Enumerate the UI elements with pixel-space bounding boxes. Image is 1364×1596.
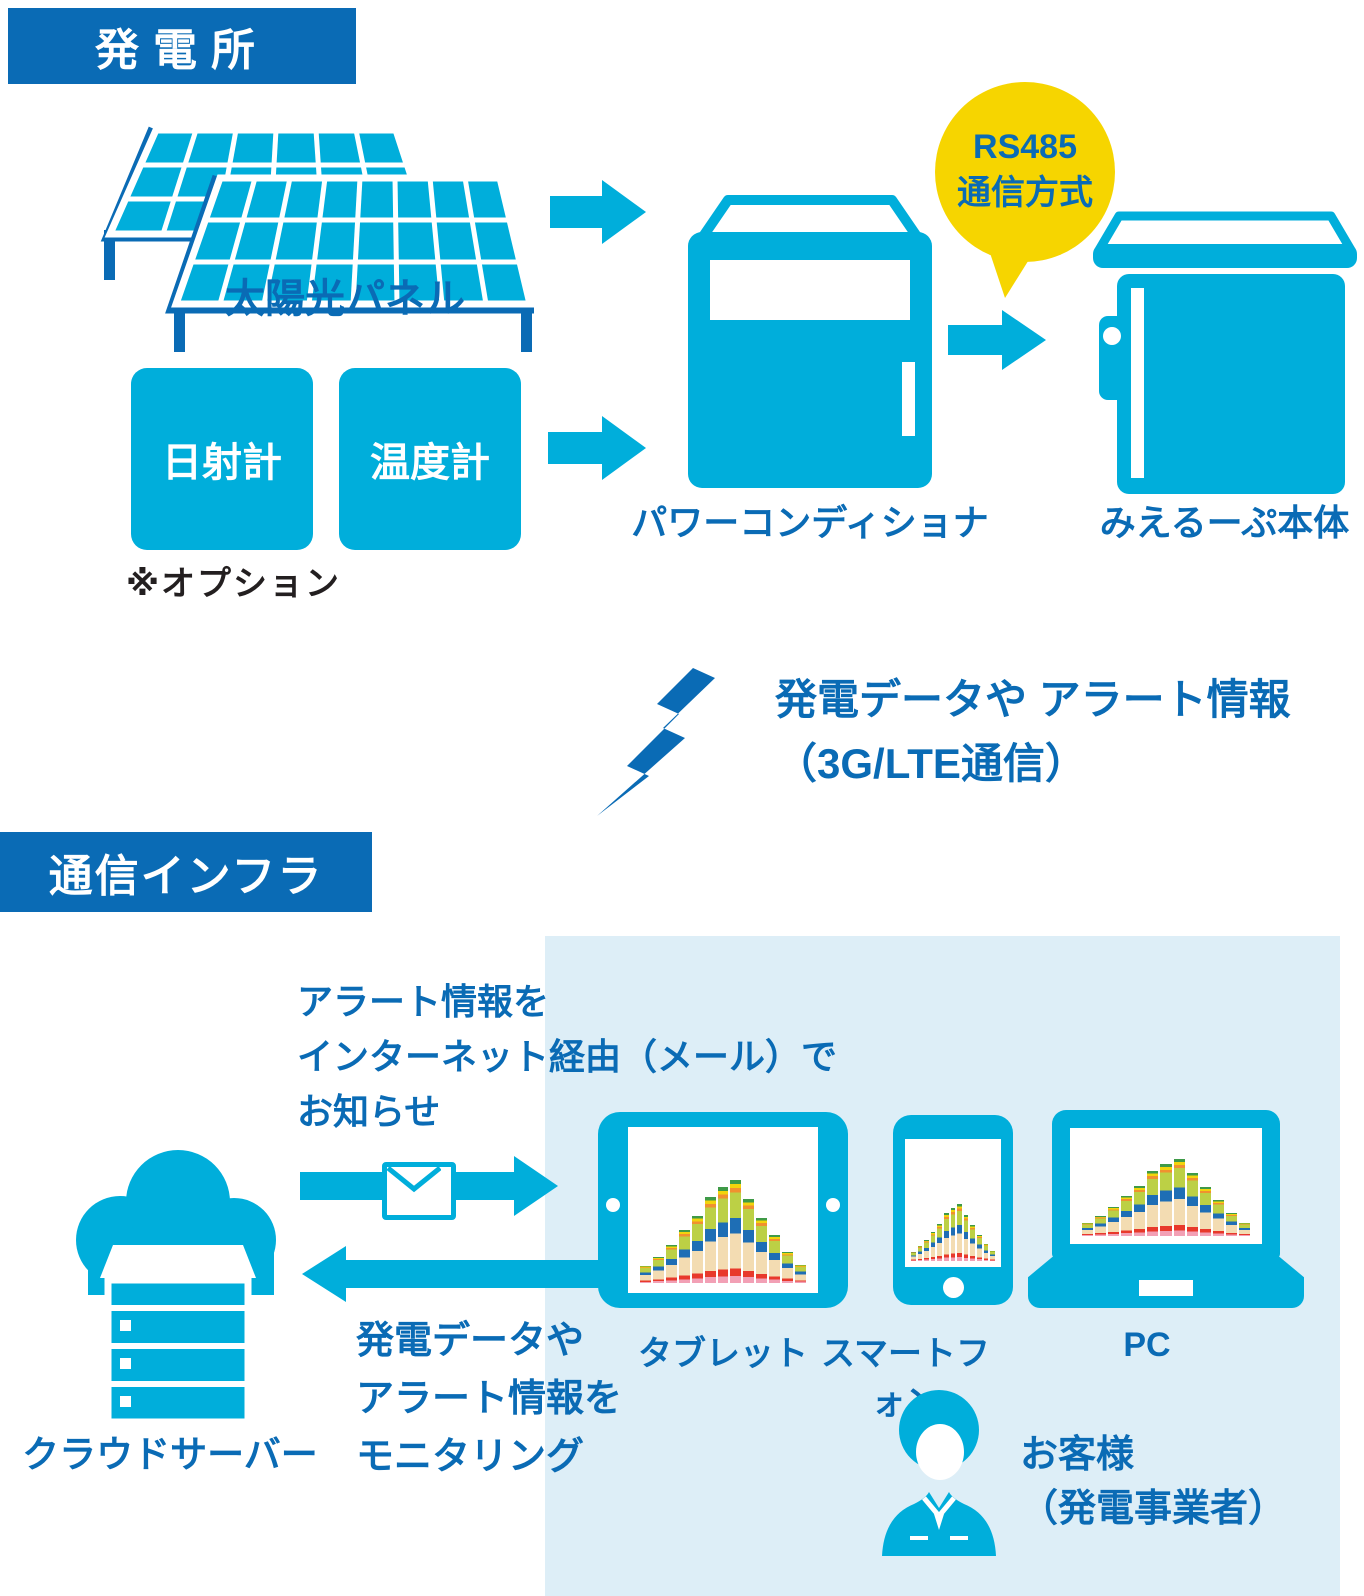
pyranometer-box: 日射計	[131, 368, 313, 550]
chart-bar	[963, 1214, 969, 1261]
chart-bar	[930, 1231, 936, 1261]
alert-note-line2: インターネット経由（メール）で	[297, 1036, 838, 1077]
chart-bar	[640, 1266, 651, 1283]
chart-bar	[782, 1251, 794, 1283]
laptop-icon	[1028, 1110, 1304, 1308]
monitor-note-line2: アラート情報を	[356, 1378, 623, 1420]
customer-label: お客様 （発電事業者）	[1020, 1428, 1286, 1536]
chart-bar	[944, 1213, 949, 1261]
smartphone-graph	[911, 1195, 995, 1261]
laptop-graph	[1082, 1146, 1251, 1236]
chart-bar	[691, 1215, 703, 1283]
chart-bar	[983, 1243, 989, 1261]
chart-bar	[1173, 1158, 1185, 1236]
alert-note-line3: お知らせ	[297, 1091, 441, 1132]
tablet-icon	[598, 1112, 848, 1308]
chart-bar	[678, 1230, 690, 1283]
thermometer-label: 温度計	[370, 441, 490, 485]
rs485-line1: RS485	[973, 128, 1077, 166]
main-unit-label: みえるーぷ本体	[1099, 502, 1350, 543]
laptop-trackpad-notch	[1139, 1280, 1193, 1296]
chart-bar	[1082, 1223, 1094, 1236]
chart-bar	[743, 1199, 755, 1283]
pc-label: PC	[1123, 1326, 1171, 1364]
smartphone-screen	[905, 1139, 1001, 1267]
monitor-note-line1: 発電データや	[356, 1320, 585, 1362]
monitor-note: 発電データや アラート情報を モニタリング	[356, 1312, 622, 1486]
envelope-icon	[382, 1162, 456, 1220]
chart-bar	[977, 1234, 982, 1261]
link-description: 発電データや アラート情報 （3G/LTE通信）	[775, 668, 1291, 796]
tablet-graph	[640, 1163, 806, 1283]
chart-bar	[1160, 1164, 1172, 1236]
chart-bar	[1238, 1222, 1251, 1236]
cloud-server-label: クラウドサーバー	[22, 1434, 318, 1475]
solar-panel-icon	[100, 126, 535, 352]
arrow-sensors-to-pcs-icon	[548, 416, 646, 480]
chart-bar	[957, 1204, 962, 1261]
customer-line2: （発電事業者）	[1020, 1488, 1287, 1530]
link-line1: 発電データや アラート情報	[775, 676, 1291, 723]
tablet-home-dot	[826, 1198, 840, 1212]
chart-bar	[1121, 1196, 1133, 1236]
chart-bar	[970, 1225, 976, 1261]
chart-bar	[950, 1208, 956, 1261]
thermometer-box: 温度計	[339, 368, 521, 550]
section-header-plant: 発電所	[8, 8, 356, 84]
chart-bar	[1225, 1212, 1237, 1236]
section-header-plant-label: 発電所	[95, 26, 269, 75]
laptop-screen	[1070, 1128, 1262, 1244]
chart-bar	[924, 1239, 929, 1261]
chart-bar	[717, 1187, 729, 1283]
laptop-screen-bezel	[1052, 1110, 1280, 1258]
chart-bar	[1199, 1187, 1211, 1236]
speech-bubble-icon	[935, 82, 1115, 298]
alert-note-line1: アラート情報を	[297, 981, 550, 1022]
chart-bar	[1095, 1216, 1107, 1236]
chart-bar	[990, 1251, 995, 1261]
lightning-icon	[597, 616, 745, 816]
chart-bar	[1134, 1185, 1146, 1236]
chart-bar	[756, 1218, 768, 1283]
arrow-solar-to-pcs-icon	[550, 180, 646, 244]
mieruupu-device-icon	[1093, 211, 1357, 494]
section-header-infra-label: 通信インフラ	[48, 852, 324, 901]
chart-bar	[1186, 1173, 1198, 1236]
chart-bar	[1108, 1207, 1120, 1236]
chart-bar	[795, 1265, 806, 1283]
chart-bar	[937, 1224, 943, 1261]
smartphone-home-dot	[943, 1277, 964, 1298]
chart-bar	[730, 1179, 742, 1283]
customer-line1: お客様	[1020, 1434, 1135, 1476]
person-icon	[882, 1390, 996, 1556]
solar-panel-label: 太陽光パネル	[225, 277, 465, 321]
chart-bar	[917, 1246, 923, 1261]
alert-note: アラート情報を インターネット経由（メール）で お知らせ	[297, 974, 837, 1139]
chart-bar	[652, 1256, 664, 1283]
pyranometer-label: 日射計	[162, 441, 282, 485]
arrow-devices-to-cloud-icon	[302, 1246, 614, 1302]
chart-bar	[1212, 1200, 1224, 1236]
smartphone-icon	[893, 1115, 1013, 1305]
tablet-label: タブレット	[638, 1335, 808, 1373]
arrow-pcs-to-unit-icon	[948, 310, 1046, 370]
option-note: ※オプション	[126, 565, 342, 603]
rs485-bubble-text: RS485 通信方式	[925, 124, 1125, 216]
chart-bar	[665, 1244, 677, 1283]
rs485-line2: 通信方式	[957, 174, 1093, 212]
power-conditioner-icon	[688, 195, 932, 488]
power-conditioner-label: パワーコンディショナ	[631, 502, 989, 543]
chart-bar	[769, 1235, 781, 1283]
rs485-bubble: RS485 通信方式	[925, 80, 1125, 310]
section-header-infra: 通信インフラ	[0, 832, 372, 912]
smartphone-label: スマートフォン	[821, 1335, 990, 1422]
tablet-camera-dot	[606, 1198, 620, 1212]
cloud-server-icon	[76, 1150, 276, 1426]
tablet-screen	[628, 1127, 818, 1293]
monitor-note-line3: モニタリング	[356, 1436, 585, 1478]
chart-bar	[704, 1196, 716, 1283]
link-line2: （3G/LTE通信）	[775, 740, 1087, 787]
chart-bar	[1147, 1171, 1159, 1236]
chart-bar	[911, 1251, 916, 1261]
